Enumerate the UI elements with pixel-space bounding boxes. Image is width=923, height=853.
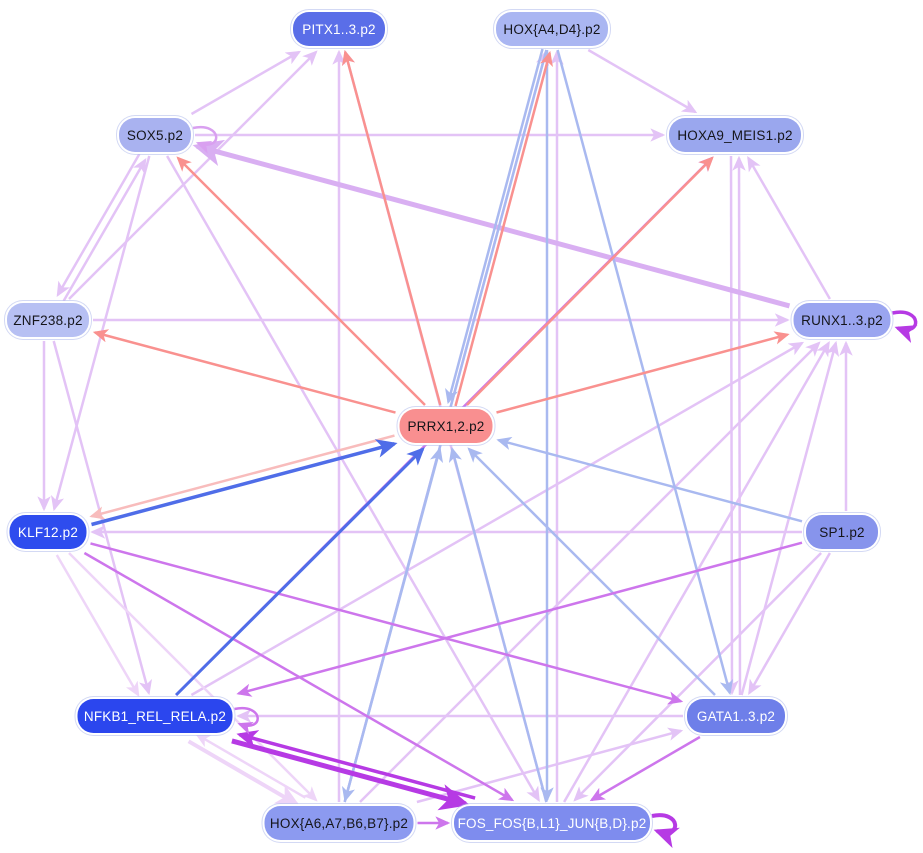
node-NFKB[interactable]: NFKB1_REL_RELA.p2 <box>77 699 233 733</box>
edge-GATA-to-FOS <box>589 735 701 802</box>
edge-NFKB-to-RUNX <box>190 341 805 697</box>
node-SP1[interactable]: SP1.p2 <box>806 515 878 549</box>
node-label-KLF12: KLF12.p2 <box>17 524 79 540</box>
edge-HOXA4D4-to-PRRX <box>445 48 544 405</box>
edge-SP1-to-NFKB <box>236 541 803 697</box>
self-loop-FOS <box>651 813 680 849</box>
node-label-HOXA6: HOX{A6,A7,B6,B7}.p2 <box>269 815 409 831</box>
edge-SP1-to-GATA <box>748 552 831 695</box>
edge-KLF12-to-HOXA6 <box>68 552 318 802</box>
edge-HOXA6-to-RUNX <box>359 341 821 803</box>
node-label-FOS: FOS_FOS{B,L1}_JUN{B,D}.p2 <box>457 815 647 831</box>
node-label-NFKB: NFKB1_REL_RELA.p2 <box>83 708 227 724</box>
node-GATA[interactable]: GATA1..3.p2 <box>687 699 785 733</box>
edge-ZNF238-to-PITX <box>68 50 318 300</box>
edge-PRRX-to-HOXA4D4 <box>454 50 553 407</box>
node-KLF12[interactable]: KLF12.p2 <box>9 515 87 549</box>
node-label-SOX5: SOX5.p2 <box>126 127 184 143</box>
edge-HOXA9-to-GATA <box>725 155 739 696</box>
node-label-PRRX: PRRX1,2.p2 <box>407 418 485 434</box>
node-PITX[interactable]: PITX1..3.p2 <box>293 12 385 46</box>
edge-KLF12-to-NFKB <box>55 554 140 697</box>
edge-NFKB-to-FOS <box>231 738 470 811</box>
self-loop-RUNX <box>892 310 918 343</box>
node-PRRX[interactable]: PRRX1,2.p2 <box>399 409 493 443</box>
node-RUNX[interactable]: RUNX1..3.p2 <box>793 303 891 337</box>
node-label-HOXA4D4: HOX{A4,D4}.p2 <box>503 21 601 37</box>
node-ZNF238[interactable]: ZNF238.p2 <box>7 303 89 337</box>
edge-PRRX-to-ZNF238 <box>92 329 396 414</box>
edge-KLF12-to-GATA <box>90 542 684 705</box>
edge-HOXA4D4-to-HOXA9 <box>587 48 698 114</box>
edge-SP1-to-PRRX <box>496 436 803 523</box>
edge-FOS-to-PRRX <box>448 446 548 803</box>
edge-SOX5-to-FOS <box>166 155 540 802</box>
edge-KLF12-to-PRRX <box>91 439 398 527</box>
node-HOXA9[interactable]: HOXA9_MEIS1.p2 <box>669 118 801 152</box>
edge-NFKB-to-PRRX <box>175 447 425 697</box>
node-label-RUNX: RUNX1..3.p2 <box>801 312 883 328</box>
edge-FOS-to-NFKB <box>236 730 476 800</box>
node-label-GATA: GATA1..3.p2 <box>696 708 776 724</box>
edge-PRRX-to-RUNX <box>496 331 790 414</box>
edge-PRRX-to-PITX <box>341 49 442 406</box>
edge-PRRX-to-HOXA9 <box>466 156 714 406</box>
edge-PRRX-to-SOX5 <box>176 156 426 406</box>
node-SOX5[interactable]: SOX5.p2 <box>119 118 191 152</box>
edge-HOXA6-to-NFKB <box>195 733 307 799</box>
edge-GATA-to-PRRX <box>467 447 716 696</box>
edge-SOX5-to-PITX <box>190 50 302 116</box>
node-HOXA4D4[interactable]: HOX{A4,D4}.p2 <box>496 12 608 46</box>
edge-NFKB-to-HOXA6 <box>187 739 301 807</box>
self-loop-SOX5 <box>192 125 218 154</box>
edge-RUNX-to-SOX5 <box>192 139 791 309</box>
edge-SOX5-to-ZNF238 <box>56 153 141 297</box>
edge-RUNX-to-HOXA9 <box>747 156 831 300</box>
node-label-ZNF238: ZNF238.p2 <box>13 312 83 328</box>
edge-HOXA4D4-to-GATA <box>556 49 734 696</box>
node-label-HOXA9: HOXA9_MEIS1.p2 <box>677 127 793 143</box>
node-label-SP1: SP1.p2 <box>819 524 865 540</box>
edge-GATA-to-HOXA9 <box>732 155 746 696</box>
node-FOS[interactable]: FOS_FOS{B,L1}_JUN{B,D}.p2 <box>454 806 650 840</box>
node-label-PITX: PITX1..3.p2 <box>302 21 376 37</box>
self-loop-NFKB <box>234 706 259 735</box>
node-HOXA6[interactable]: HOX{A6,A7,B6,B7}.p2 <box>264 806 414 840</box>
edge-ZNF238-to-SOX5 <box>62 158 147 302</box>
edge-PRRX-to-KLF12 <box>89 434 395 520</box>
